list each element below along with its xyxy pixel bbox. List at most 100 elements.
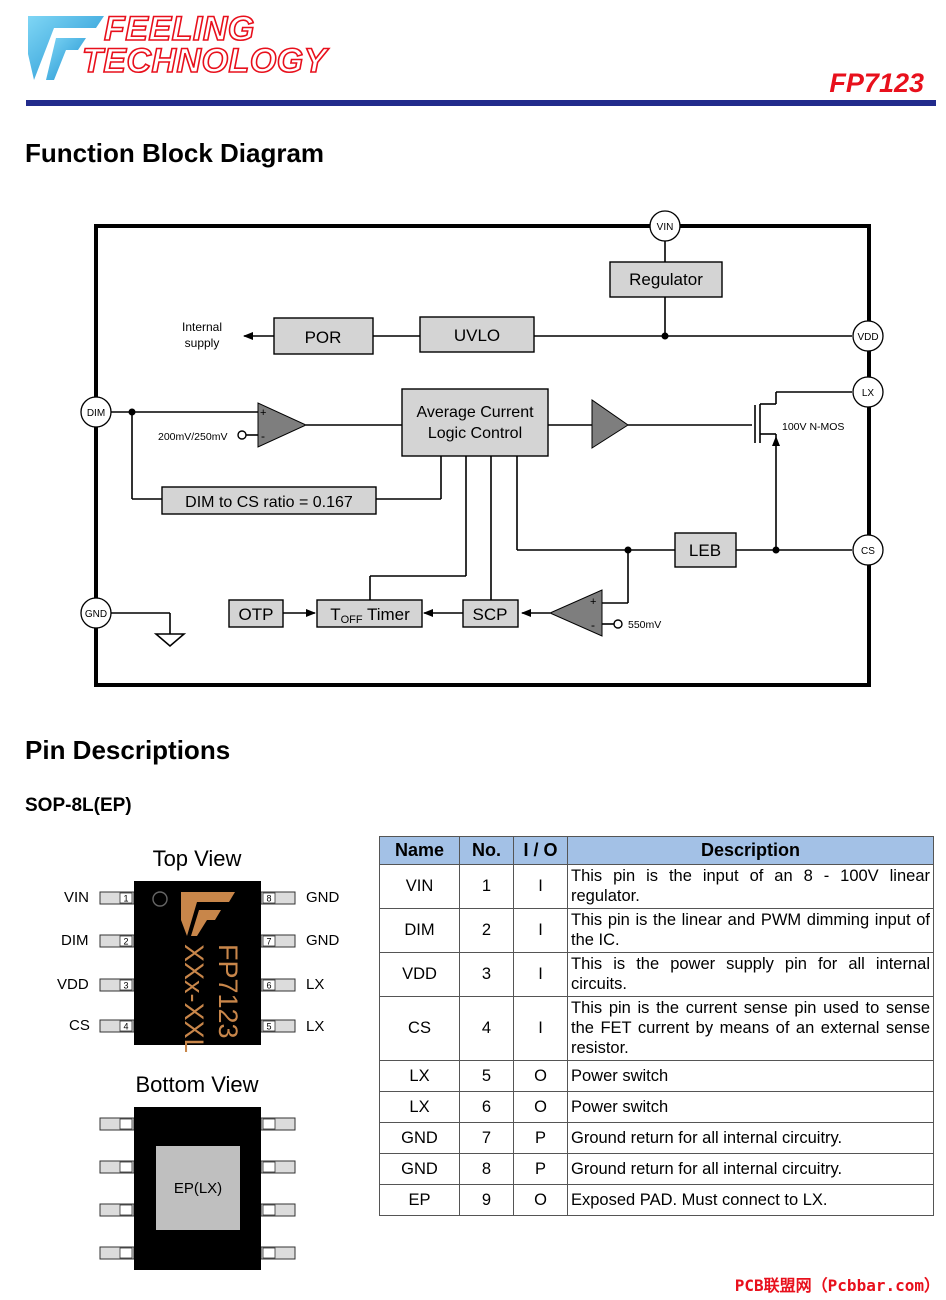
average-current-block	[401, 388, 549, 457]
pin-lx-terminal	[852, 376, 884, 408]
function-block-diagram: + - + - Regulator POR UVLO Average Curre…	[80, 210, 884, 687]
table-row: LX 5 O Power switch	[379, 1060, 934, 1092]
toff-timer-label: TOFF Timer	[330, 605, 410, 626]
table-row: EP 9 O Exposed PAD. Must connect to LX.	[379, 1184, 934, 1216]
top-view-package: 1 2 3 4 8 7 6 5 FP7123 XXx-XXL	[99, 881, 296, 1052]
pin-name: CS	[379, 996, 460, 1061]
uvlo-block	[419, 316, 535, 353]
top-right-pin-label: GND	[306, 932, 340, 949]
pin-num: 6	[266, 981, 271, 991]
pin-description-table: Name No. I / O Description VIN 1 I This …	[379, 836, 934, 1216]
pin-num: 2	[123, 937, 128, 947]
pin-no: 7	[459, 1122, 514, 1154]
pin-io: O	[513, 1091, 568, 1123]
pin-desc: Power switch	[567, 1091, 934, 1123]
pin-no: 5	[459, 1060, 514, 1092]
table-header-row: Name No. I / O Description	[379, 836, 934, 865]
dim-comparator	[257, 402, 308, 448]
por-block	[273, 317, 374, 355]
pin-name: DIM	[379, 908, 460, 953]
pin-name: EP	[379, 1184, 460, 1216]
package-name: SOP-8L(EP)	[25, 795, 132, 816]
pin-io: O	[513, 1184, 568, 1216]
scp-comp-minus: -	[591, 618, 595, 632]
pin-io: P	[513, 1153, 568, 1185]
pin-desc: Exposed PAD. Must connect to LX.	[567, 1184, 934, 1216]
table-row: GND 8 P Ground return for all internal c…	[379, 1153, 934, 1185]
top-right-pin-label: GND	[306, 889, 340, 906]
dim-ratio-block	[161, 486, 377, 515]
package-body	[134, 881, 261, 1045]
pin-no: 2	[459, 908, 514, 953]
pin-no: 3	[459, 952, 514, 997]
company-logo: FEELING TECHNOLOGY	[26, 10, 327, 92]
pin-vin-terminal	[649, 210, 681, 242]
logo-mark-icon	[28, 16, 104, 80]
pin-no: 6	[459, 1091, 514, 1123]
top-left-pin-label: VIN	[64, 889, 90, 906]
pin-io: I	[513, 952, 568, 997]
table-row: DIM 2 I This pin is the linear and PWM d…	[379, 908, 934, 953]
pin-desc: This pin is the current sense pin used t…	[567, 996, 934, 1061]
exposed-pad	[156, 1146, 240, 1230]
pin-num: 4	[123, 1022, 128, 1032]
pin-io: I	[513, 908, 568, 953]
pin-dim-terminal	[80, 396, 112, 428]
pin-descriptions-title: Pin Descriptions	[25, 735, 231, 765]
leb-label: LEB	[689, 541, 721, 560]
pin-desc: This is the power supply pin for all int…	[567, 952, 934, 997]
pin-io: P	[513, 1122, 568, 1154]
pin-gnd-terminal	[80, 597, 112, 629]
pin-num: 1	[123, 894, 128, 904]
pin-no: 4	[459, 996, 514, 1061]
dim-ref-terminal	[237, 430, 247, 440]
logo-line2: TECHNOLOGY	[81, 42, 327, 80]
scp-comparator	[548, 589, 603, 637]
header-rule	[26, 100, 936, 106]
scp-ref-label: 550mV	[628, 619, 661, 631]
internal-supply-label-2: supply	[185, 336, 220, 350]
uvlo-label: UVLO	[454, 326, 500, 345]
por-label: POR	[305, 328, 342, 347]
dim-comp-plus: +	[260, 407, 266, 419]
top-right-pin-label: LX	[306, 976, 325, 993]
bottom-view-title: Bottom View	[135, 1072, 259, 1097]
table-row: VDD 3 I This is the power supply pin for…	[379, 952, 934, 997]
toff-timer-block	[316, 599, 423, 628]
pin-no: 1	[459, 864, 514, 909]
pin-io: O	[513, 1060, 568, 1092]
pin-gnd-label: GND	[85, 609, 107, 620]
pin-vdd-label: VDD	[857, 332, 878, 343]
pin-no: 9	[459, 1184, 514, 1216]
pin-desc: Power switch	[567, 1060, 934, 1092]
internal-supply-label-1: Internal	[182, 320, 222, 334]
regulator-label: Regulator	[629, 270, 703, 289]
leb-block	[674, 532, 737, 568]
top-left-pin-label: DIM	[61, 932, 89, 949]
junction-dots	[128, 332, 780, 554]
table-row: CS 4 I This pin is the current sense pin…	[379, 996, 934, 1061]
mosfet-arrow-icon	[772, 436, 780, 446]
scp-label: SCP	[473, 605, 508, 624]
block-diagram-title: Function Block Diagram	[25, 138, 325, 168]
pin-name: LX	[379, 1091, 460, 1123]
pin-name: GND	[379, 1122, 460, 1154]
logo-line1: FEELING	[103, 10, 255, 48]
gate-driver	[591, 399, 629, 449]
regulator-block	[609, 261, 723, 298]
top-right-pin-label: LX	[306, 1018, 325, 1035]
dim-ratio-label: DIM to CS ratio = 0.167	[185, 494, 353, 511]
pin-no: 8	[459, 1153, 514, 1185]
pin-num: 5	[266, 1022, 271, 1032]
pin-num: 8	[266, 894, 271, 904]
pin-io: I	[513, 864, 568, 909]
scp-comp-plus: +	[590, 596, 596, 608]
top-left-pin-label: VDD	[57, 976, 89, 993]
pin-desc: This pin is the linear and PWM dimming i…	[567, 908, 934, 953]
header-io: I / O	[513, 836, 568, 865]
pin-vdd-terminal	[852, 320, 884, 352]
pin-cs-terminal	[852, 534, 884, 566]
pin-vin-label: VIN	[657, 222, 674, 233]
top-view-title: Top View	[152, 846, 242, 871]
pin-num: 7	[266, 937, 271, 947]
